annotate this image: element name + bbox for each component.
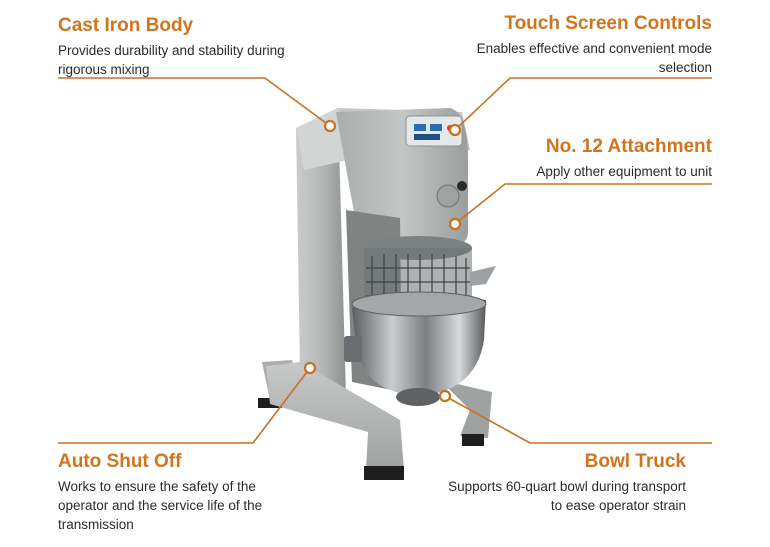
attachment-title: No. 12 Attachment	[545, 136, 712, 157]
auto-shut-off-leader-line	[58, 367, 311, 444]
bowl-truck-callout: Bowl Truck Supports 60-quart bowl during…	[436, 450, 686, 515]
cast-iron-marker	[323, 119, 337, 133]
touch-screen-marker	[448, 123, 462, 137]
auto-shut-off-title: Auto Shut Off	[58, 451, 182, 472]
mixer-body	[258, 108, 496, 480]
cast-iron-body-callout: Cast Iron Body Provides durability and s…	[58, 14, 308, 79]
bowl-truck-desc: Supports 60-quart bowl during transport …	[448, 479, 686, 513]
attachment-desc: Apply other equipment to unit	[536, 164, 712, 179]
cast-iron-body-title: Cast Iron Body	[58, 15, 194, 36]
touch-screen-desc: Enables effective and convenient mode se…	[476, 41, 712, 75]
auto-shut-off-callout: Auto Shut Off Works to ensure the safety…	[58, 450, 308, 534]
cast-iron-leader-line	[58, 77, 331, 127]
cast-iron-body-desc: Provides durability and stability during…	[58, 43, 285, 77]
bowl-truck-marker	[438, 389, 452, 403]
auto-shut-off-marker	[303, 361, 317, 375]
attachment-leader-line	[454, 183, 712, 225]
touch-screen-callout: Touch Screen Controls Enables effective …	[452, 12, 712, 77]
bowl-truck-leader-line	[444, 395, 712, 444]
touch-screen-title: Touch Screen Controls	[504, 13, 712, 34]
bowl-truck-title: Bowl Truck	[584, 451, 686, 472]
touch-screen-leader-line	[454, 77, 712, 131]
attachment-marker	[448, 217, 462, 231]
attachment-callout: No. 12 Attachment Apply other equipment …	[452, 135, 712, 181]
auto-shut-off-desc: Works to ensure the safety of the operat…	[58, 479, 263, 532]
